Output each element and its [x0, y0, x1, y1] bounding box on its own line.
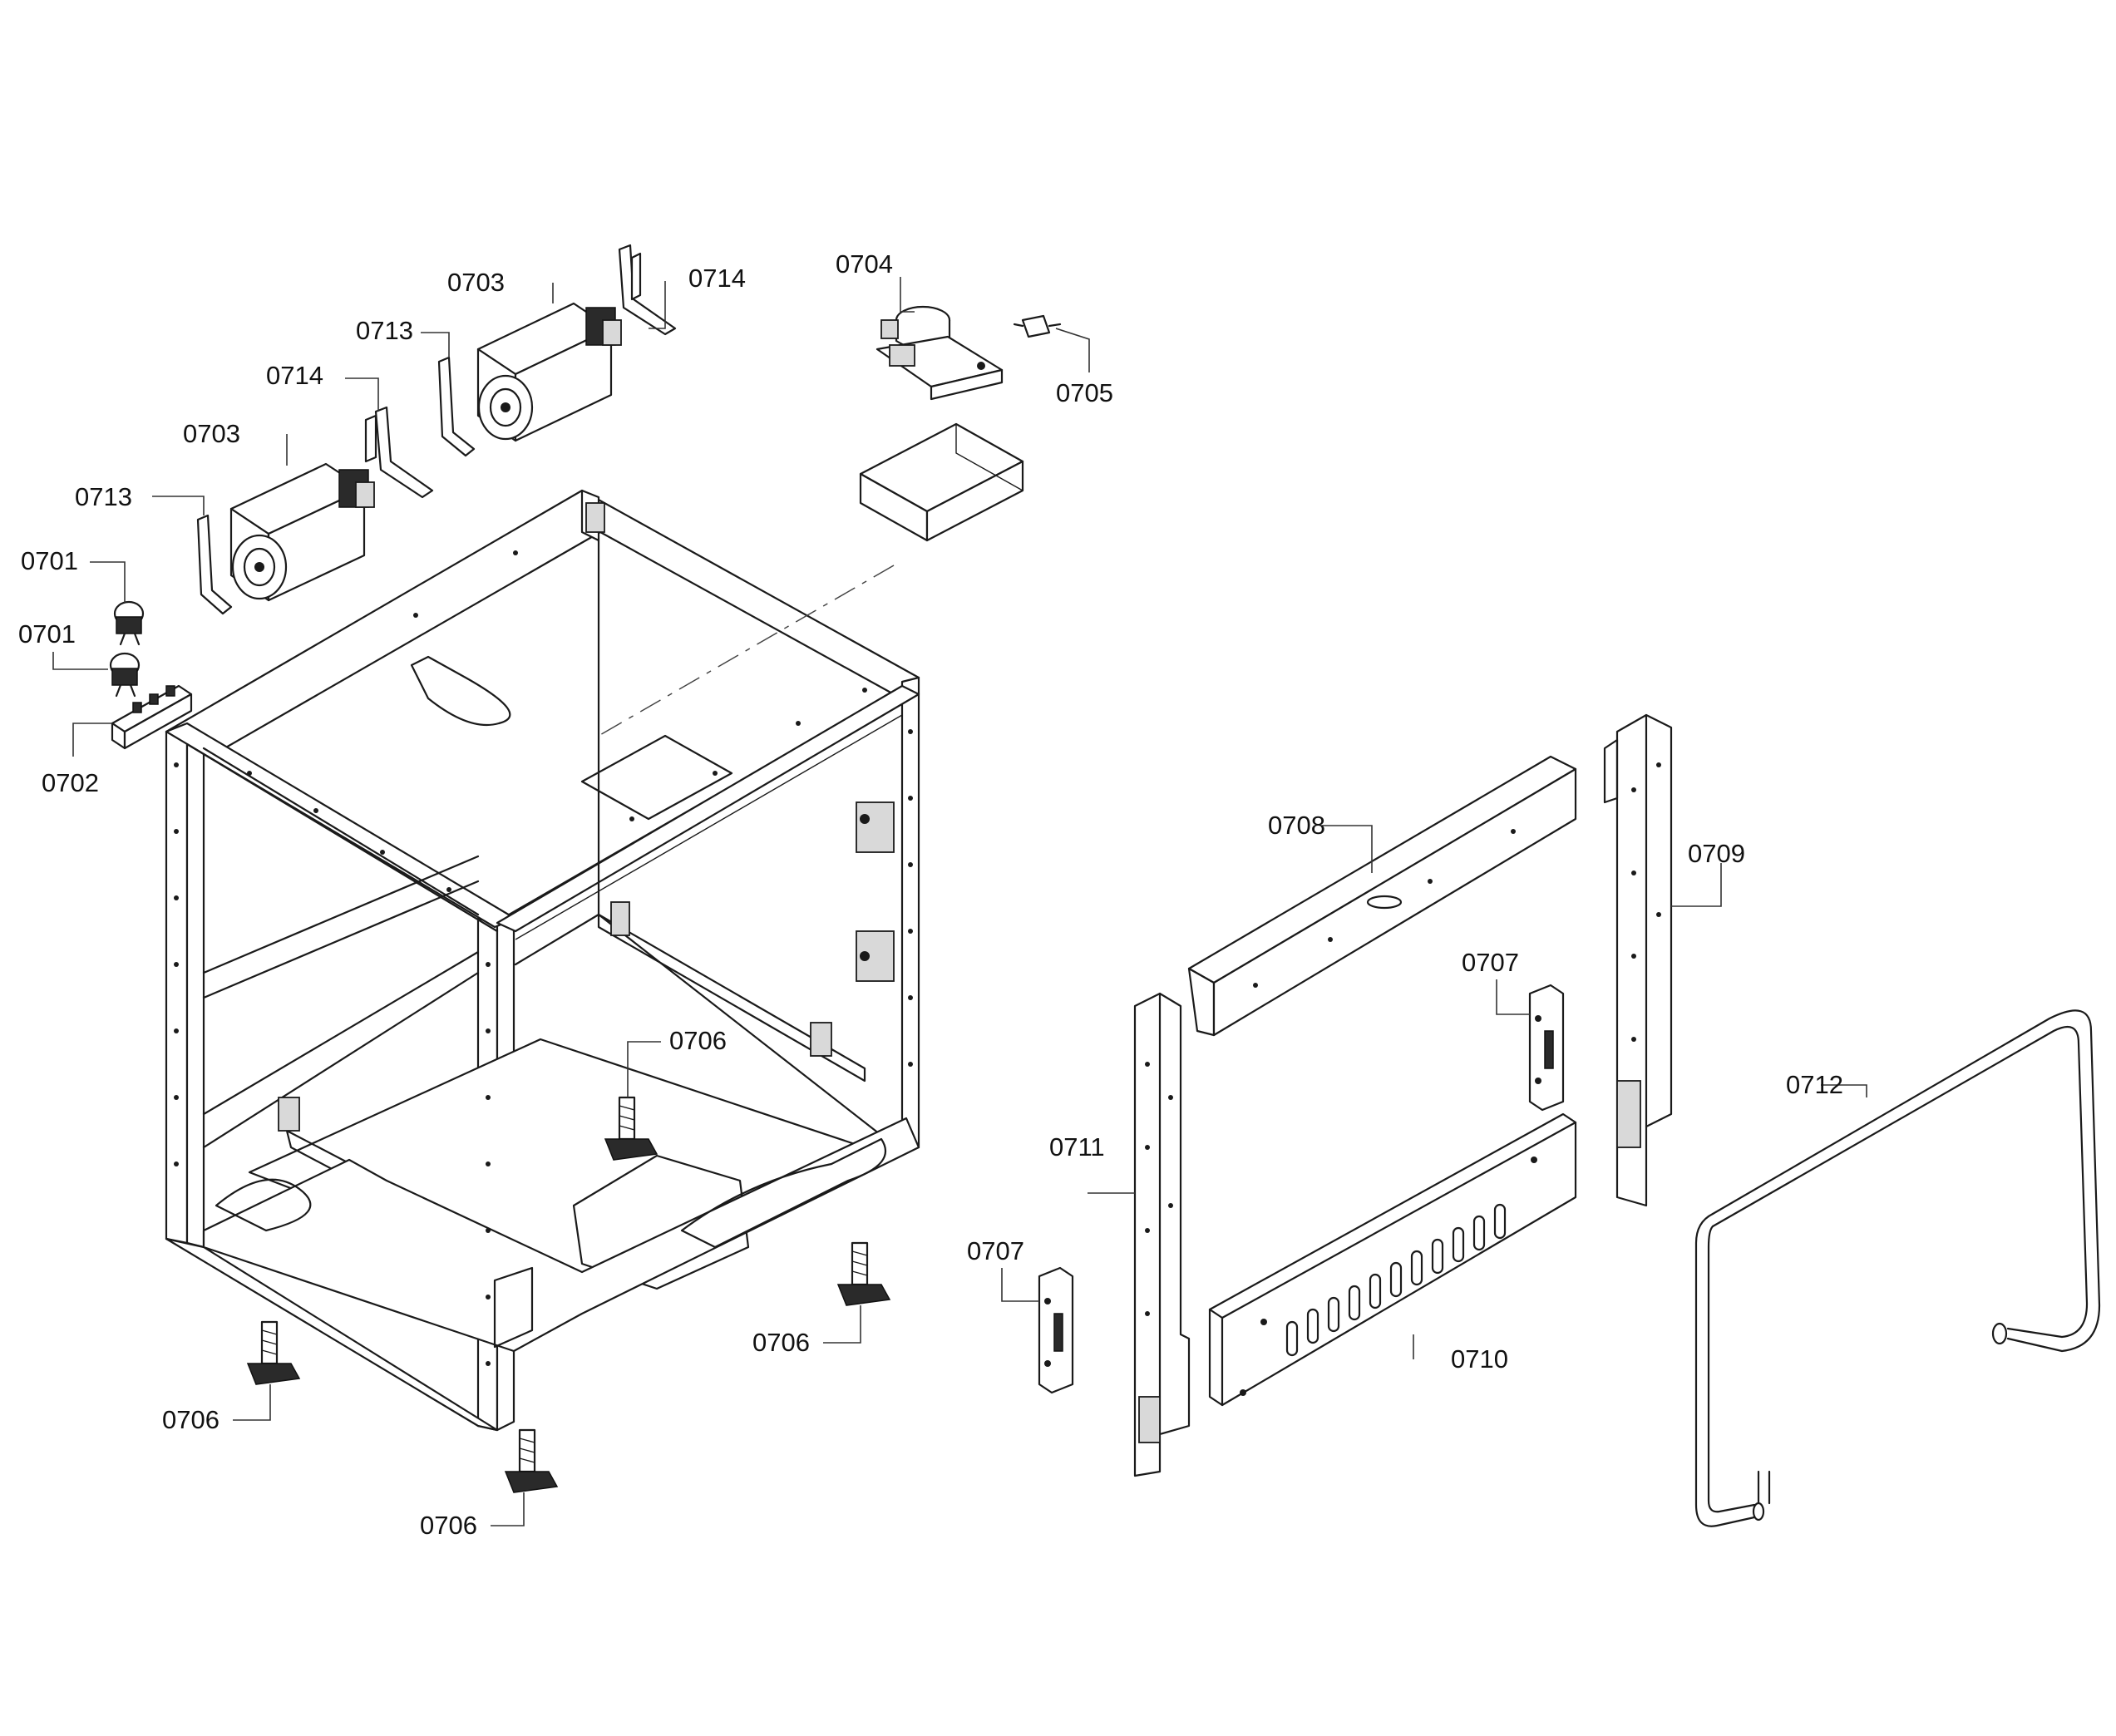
callout-0706-right: 0706: [752, 1328, 810, 1357]
callout-0706-left: 0706: [162, 1405, 219, 1434]
callout-0702: 0702: [42, 768, 99, 797]
bracket-0713-upper: [437, 356, 476, 457]
callout-0707-lower: 0707: [967, 1236, 1024, 1265]
side-rail-0711: [1133, 992, 1191, 1477]
plug-0705: [1013, 314, 1062, 338]
callout-0701-upper: 0701: [21, 546, 78, 575]
callout-0709: 0709: [1688, 839, 1745, 868]
hinge-0707-upper: [1528, 984, 1565, 1112]
fan-motor-0703-upper: [476, 302, 622, 442]
callout-0713-lower: 0713: [75, 482, 132, 511]
callout-0708: 0708: [1268, 811, 1325, 840]
callout-0707-upper: 0707: [1462, 948, 1519, 977]
frame-holes: [174, 550, 913, 1366]
fan-motor-0703-lower: [229, 462, 375, 602]
mounting-tray: [859, 422, 1024, 542]
trim-rail-0708: [1187, 755, 1577, 1037]
callout-0714-lower: 0714: [266, 361, 323, 390]
callout-0713-upper: 0713: [356, 316, 413, 345]
callout-0706-bottom: 0706: [420, 1511, 477, 1540]
callout-0704: 0704: [836, 249, 893, 279]
leveling-leg-0706-right: [836, 1241, 891, 1306]
cabinet-frame: [165, 489, 920, 1432]
bracket-0714-upper: [618, 244, 677, 336]
terminal-block-0702: [111, 684, 193, 750]
vent-slots: [1285, 1203, 1507, 1357]
leveling-leg-0706-left: [246, 1320, 301, 1385]
callout-0712: 0712: [1786, 1070, 1843, 1099]
callout-0705: 0705: [1056, 378, 1113, 407]
bracket-0714-lower: [364, 406, 434, 499]
callout-0701-lower: 0701: [18, 619, 76, 649]
bracket-0713-lower: [196, 514, 233, 615]
callout-0706-center: 0706: [669, 1026, 727, 1055]
callout-0703-lower: 0703: [183, 419, 240, 448]
switch-0701-upper: [113, 600, 145, 646]
hinge-0707-lower: [1038, 1266, 1074, 1394]
leveling-leg-0706-bottom: [504, 1428, 559, 1493]
handle-rod-0712: [1694, 1009, 2101, 1527]
callout-0710: 0710: [1451, 1344, 1508, 1374]
leader-lines: [52, 277, 1867, 1526]
sensor-assembly-0704: [876, 305, 1004, 401]
vent-panel-0710: [1208, 1112, 1577, 1407]
callout-labels: 0703 0714 0713 0714 0703 0713 0701 0701 …: [18, 249, 1843, 1540]
callout-0714-upper: 0714: [688, 264, 746, 293]
side-rail-0709: [1603, 713, 1673, 1207]
callout-0703-upper: 0703: [447, 268, 505, 297]
leveling-leg-0706-center: [604, 1096, 658, 1161]
callout-0711: 0711: [1049, 1132, 1105, 1161]
switch-0701-lower: [109, 652, 141, 698]
